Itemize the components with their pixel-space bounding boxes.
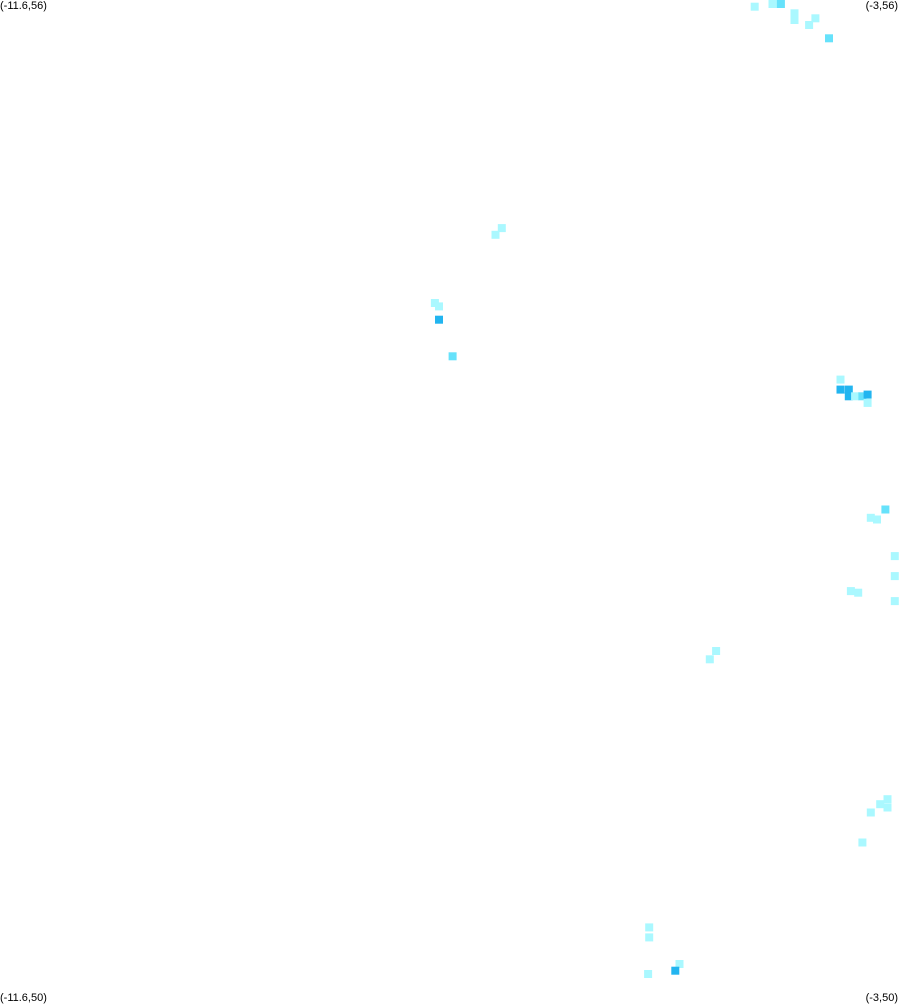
intensity-cell-dark: [671, 966, 680, 975]
intensity-cell-light: [750, 2, 759, 11]
intensity-cell-light: [858, 838, 867, 847]
intensity-cell-light: [866, 513, 875, 522]
intensity-cell-mid: [448, 352, 457, 361]
intensity-cell-dark: [435, 315, 443, 324]
intensity-cell-mid: [776, 0, 785, 8]
intensity-cell-light: [430, 299, 439, 307]
intensity-cell-light: [644, 970, 653, 978]
intensity-cell-light: [866, 808, 875, 817]
intensity-cell-dark: [863, 390, 872, 399]
intensity-cell-light: [883, 803, 892, 812]
corner-label-bottom-left: (-11.6,50): [0, 992, 47, 1004]
corner-label-bottom-right: (-3,50): [865, 992, 898, 1004]
intensity-cell-light: [836, 375, 845, 384]
corner-label-top-right: (-3,56): [865, 0, 898, 12]
intensity-cell-dark: [844, 392, 853, 401]
intensity-cells: [430, 0, 899, 978]
intensity-cell-mid: [825, 34, 833, 43]
intensity-cell-mid: [881, 505, 890, 514]
corner-label-top-left: (-11.6,56): [0, 0, 47, 12]
intensity-cell-light: [772, 0, 781, 8]
intensity-cell-light: [873, 515, 881, 524]
intensity-cell-light: [851, 392, 860, 401]
intensity-cell-light: [846, 587, 855, 596]
intensity-cell-light: [883, 795, 892, 804]
intensity-cell-light: [491, 230, 500, 239]
intensity-cell-dark: [836, 385, 845, 394]
intensity-cell-light: [675, 960, 684, 968]
intensity-cell-light: [790, 16, 799, 24]
intensity-cell-light: [768, 0, 777, 8]
intensity-cell-mid: [858, 392, 867, 401]
intensity-cell-light: [890, 552, 899, 561]
intensity-cell-light: [854, 588, 863, 597]
intensity-cell-light: [645, 923, 654, 932]
intensity-cell-light: [890, 572, 899, 581]
intensity-cell-light: [712, 647, 721, 655]
intensity-cell-light: [805, 21, 814, 29]
intensity-cell-light: [645, 933, 654, 942]
intensity-cell-light: [876, 800, 885, 809]
intensity-cell-light: [435, 302, 443, 311]
intensity-cell-light: [705, 655, 714, 664]
intensity-cell-dark: [844, 385, 853, 394]
intensity-cell-light: [890, 597, 899, 606]
intensity-cell-light: [863, 398, 872, 407]
intensity-cell-light: [790, 9, 799, 18]
intensity-cell-light: [497, 224, 506, 233]
intensity-cell-light: [811, 14, 820, 23]
